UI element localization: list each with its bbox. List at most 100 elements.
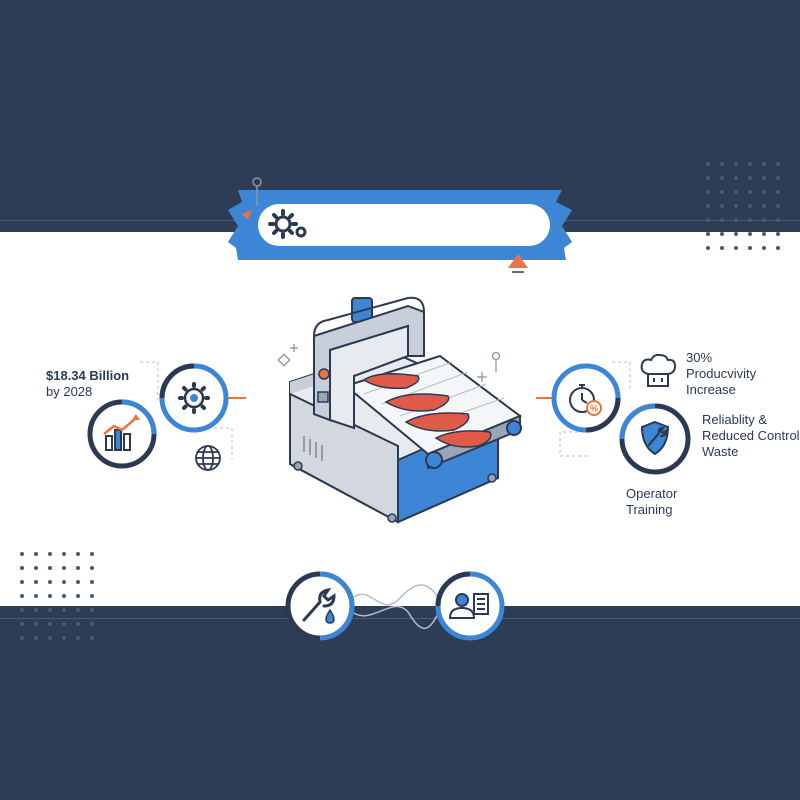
decor-dot [76,566,80,570]
chef-hat-icon [640,353,677,387]
decor-dot [762,176,766,180]
decor-dot [76,622,80,626]
decor-dot [48,552,52,556]
decor-dot [748,232,752,236]
decor-dot [62,594,66,598]
decor-dot [734,162,738,166]
pin-icon [252,177,262,206]
decor-dot [776,190,780,194]
decor-dot [90,594,94,598]
market-value-label: $18.34 Billion by 2028 [46,368,130,399]
decor-dot [76,552,80,556]
decor-dot [734,218,738,222]
decor-dot [48,608,52,612]
decor-dot [720,162,724,166]
decor-dot [48,594,52,598]
decor-dot [776,246,780,250]
decor-dot [76,580,80,584]
globe-icon [195,445,221,471]
gear-node [159,363,229,433]
decor-dot [48,636,52,640]
decor-dot [34,594,38,598]
decor-dot [48,580,52,584]
decor-dot [76,594,80,598]
decor-dot [20,580,24,584]
decor-dot [762,162,766,166]
decor-dot [20,622,24,626]
decor-dot [776,218,780,222]
decor-dot [776,232,780,236]
decor-dot [776,162,780,166]
decor-dot [62,552,66,556]
decor-dot [76,608,80,612]
decor-dot [748,218,752,222]
productivity-label: 30% Producvivity Increase [686,350,757,397]
triangle-marker-icon [508,254,528,273]
decor-dot [762,190,766,194]
decor-dot [706,232,710,236]
bottom-divider-line [0,618,800,619]
svg-text:%: % [590,404,598,414]
decor-dot [734,204,738,208]
decor-dot [90,580,94,584]
decor-dot [34,636,38,640]
decor-dot [34,608,38,612]
decor-dot [720,176,724,180]
decor-dot [748,204,752,208]
decor-dot [748,162,752,166]
decor-dot [20,594,24,598]
decor-dot [90,566,94,570]
decor-dot [20,608,24,612]
decor-dot [706,218,710,222]
decor-dot [20,636,24,640]
decor-dot [776,204,780,208]
decor-dot [720,190,724,194]
operator-node [435,571,505,641]
decor-dot [48,566,52,570]
decor-dot [48,622,52,626]
decor-dot [720,204,724,208]
bar-chart-icon [103,414,140,451]
decor-dot [706,190,710,194]
operator-icon [448,593,489,619]
shield-wrench-icon [640,420,670,456]
decor-dot [34,622,38,626]
decor-dot [706,204,710,208]
decor-dot [34,552,38,556]
decor-dot [762,232,766,236]
decor-dot [62,580,66,584]
decor-dot [20,566,24,570]
reliability-label: Reliablity & Reduced Control Waste [702,412,800,459]
decor-dot [706,176,710,180]
decor-dot [90,552,94,556]
decor-dot [62,622,66,626]
decor-dot [720,218,724,222]
decor-dot [62,636,66,640]
bar-chart-node [87,399,157,469]
decor-dot [776,176,780,180]
decor-dot [762,218,766,222]
decor-dot [748,190,752,194]
decor-dot [734,232,738,236]
decor-dot [90,622,94,626]
decor-dot [706,162,710,166]
gears-icon [268,209,307,239]
decor-dot [62,608,66,612]
stopwatch-node: % [551,363,621,433]
gear-icon [183,387,205,409]
decor-dot [62,566,66,570]
conveyor-machine-icon [289,296,523,524]
decor-dot [90,636,94,640]
decor-dot [706,246,710,250]
decor-dot [748,176,752,180]
decor-dot [734,176,738,180]
decor-dot [720,246,724,250]
decor-dot [762,246,766,250]
decor-dot [34,566,38,570]
decor-dot [20,552,24,556]
decor-dot [34,580,38,584]
search-input[interactable] [258,204,550,246]
wrench-drop-icon [302,587,336,624]
wrench-drop-node [285,571,355,641]
